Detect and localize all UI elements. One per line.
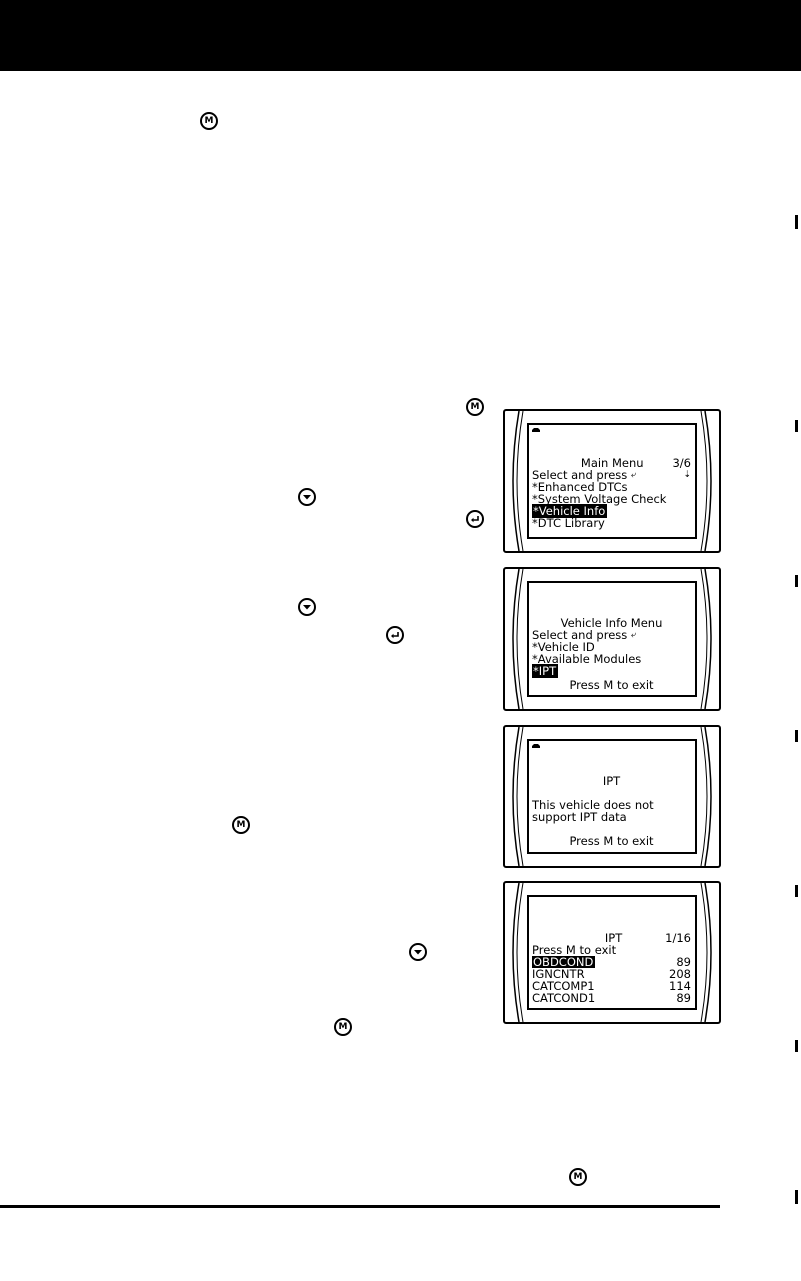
mode-button-icon: M [200,112,218,130]
menu-item-enhanced-dtcs[interactable]: *Enhanced DTCs [532,480,628,494]
enter-icon [466,510,484,528]
edge-marks [795,0,799,1281]
menu-item-ipt-selected[interactable]: *IPT [532,664,559,678]
menu-item-available-modules[interactable]: *Available Modules [532,652,642,666]
message-line-1: This vehicle does not [532,798,654,812]
lcd-display: Main Menu 3/6 Select and press ⤶ ⇣ *Enha… [527,423,697,539]
mode-button-icon: M [569,1168,587,1186]
ipt-row[interactable]: CATCOND1 89 [532,991,691,1005]
message-line-2: support IPT data [532,810,627,824]
screen-footer: Press M to exit [569,678,654,692]
chevron-down-icon [298,488,316,506]
enter-arrow-icon: ⤶ [630,470,636,480]
device-screen-ipt-data: IPT 1/16 Press M to exit OBDCOND 89 IGNC… [503,881,721,1024]
lcd-display: IPT 1/16 Press M to exit OBDCOND 89 IGNC… [527,895,697,1010]
menu-item-vehicle-info-selected[interactable]: *Vehicle Info [532,504,608,518]
ipt-row[interactable]: CATCOMP1 114 [532,979,691,993]
device-screen-vehicle-info-menu: Vehicle Info Menu Select and press ⤶ *Ve… [503,567,721,711]
footer-rule [0,1205,720,1208]
screen-title: Vehicle Info Menu [560,616,663,630]
page-indicator: 3/6 [672,456,691,470]
car-icon [532,744,540,748]
ipt-row-label: OBDCOND [532,955,596,969]
ipt-row-value: 89 [676,955,691,969]
ipt-row-selected[interactable]: OBDCOND 89 [532,956,691,968]
screen-title: IPT [602,774,621,788]
screen-prompt: Press M to exit [532,943,617,957]
page-header-bar [0,0,801,71]
device-screen-ipt-unsupported: IPT This vehicle does not support IPT da… [503,725,721,868]
chevron-down-icon [409,943,427,961]
car-icon [532,428,540,432]
chevron-down-icon [298,598,316,616]
enter-icon [386,626,404,644]
screen-title: Main Menu [580,456,644,470]
device-screen-main-menu: Main Menu 3/6 Select and press ⤶ ⇣ *Enha… [503,409,721,553]
screen-prompt: Select and press [532,628,628,642]
mode-button-icon: M [334,1018,352,1036]
lcd-display: IPT This vehicle does not support IPT da… [527,739,697,854]
menu-item-vehicle-id[interactable]: *Vehicle ID [532,640,595,654]
mode-button-icon: M [466,398,484,416]
ipt-row-label: CATCOND1 [532,991,596,1005]
scroll-down-icon: ⇣ [683,470,691,480]
ipt-row-value: 208 [669,967,691,981]
ipt-row[interactable]: IGNCNTR 208 [532,967,691,981]
ipt-row-value: 89 [676,991,691,1005]
ipt-row-value: 114 [669,979,691,993]
screen-prompt: Select and press [532,468,628,482]
menu-item-system-voltage-check[interactable]: *System Voltage Check [532,492,667,506]
menu-item-dtc-library[interactable]: *DTC Library [532,516,605,530]
screen-footer: Press M to exit [569,834,654,848]
enter-arrow-icon: ⤶ [630,630,636,640]
page-indicator: 1/16 [665,931,691,945]
mode-button-icon: M [232,816,250,834]
lcd-display: Vehicle Info Menu Select and press ⤶ *Ve… [527,581,697,697]
ipt-row-label: IGNCNTR [532,967,585,981]
ipt-row-label: CATCOMP1 [532,979,595,993]
screen-title: IPT [604,931,623,945]
